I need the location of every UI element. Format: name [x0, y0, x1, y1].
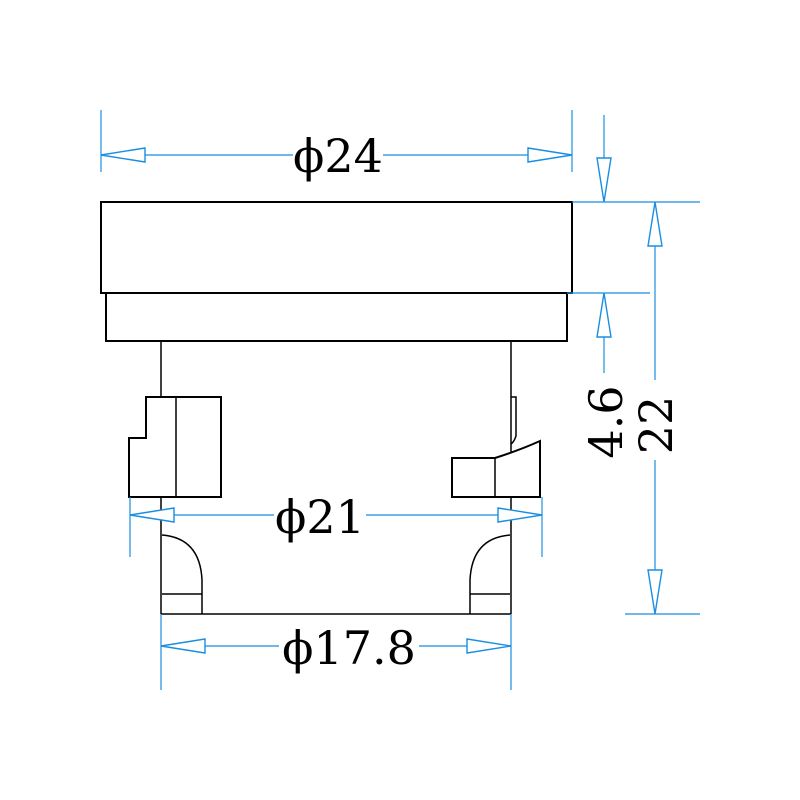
arrow-right — [497, 507, 543, 523]
height-total-label: 22 — [629, 396, 683, 455]
dim-height-total: 22 — [572, 201, 700, 615]
arrow-up — [647, 201, 663, 247]
cap-flange — [105, 292, 568, 342]
dim-mid-diameter: ϕ21 — [129, 488, 543, 557]
arrow-left — [129, 507, 175, 523]
part-outline — [100, 201, 573, 615]
arrow-down — [596, 157, 612, 203]
arrow-left — [160, 638, 206, 654]
top-diameter-label: ϕ24 — [293, 129, 383, 183]
arrow-right — [466, 638, 512, 654]
height-upper-label: 4.6 — [579, 385, 633, 458]
arrow-right — [527, 147, 573, 163]
arrow-down — [647, 569, 663, 615]
right-clip — [451, 396, 541, 498]
arrow-left — [100, 147, 146, 163]
mid-diameter-label: ϕ21 — [275, 490, 365, 544]
top-cap — [100, 201, 573, 294]
bottom-diameter-label: ϕ17.8 — [282, 621, 416, 675]
arrow-up — [596, 292, 612, 338]
left-clip — [128, 396, 222, 498]
dim-top-diameter: ϕ24 — [100, 110, 573, 183]
dim-height-upper: 4.6 — [567, 115, 650, 460]
dim-bottom-diameter: ϕ17.8 — [160, 614, 512, 690]
